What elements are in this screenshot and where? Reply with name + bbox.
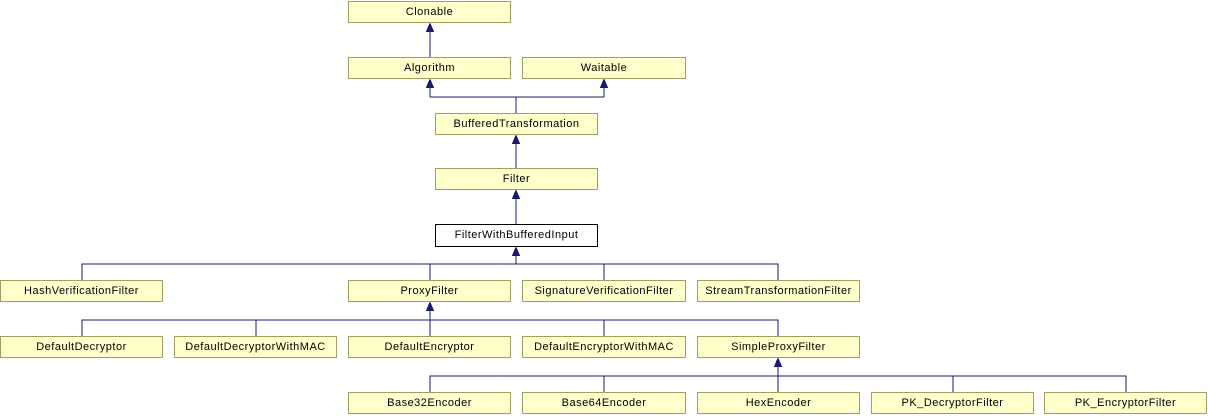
arrowhead xyxy=(511,134,521,144)
edge-row6-filterwithbufferedinput xyxy=(81,246,779,280)
arrowhead xyxy=(511,189,521,199)
edge-line xyxy=(81,310,779,336)
class-box-default-decryptor-with-mac[interactable]: DefaultDecryptorWithMAC xyxy=(174,336,337,358)
class-box-buffered-transformation[interactable]: BufferedTransformation xyxy=(435,113,598,135)
class-box-pk-decryptor-filter[interactable]: PK_DecryptorFilter xyxy=(871,392,1034,414)
arrowhead xyxy=(425,22,435,32)
arrowhead xyxy=(773,357,783,367)
class-box-proxy-filter[interactable]: ProxyFilter xyxy=(348,280,511,302)
edge-filter-bufferedtransformation xyxy=(511,134,521,168)
arrowhead xyxy=(425,78,435,88)
arrowhead xyxy=(599,78,609,88)
arrowhead xyxy=(425,301,435,311)
class-box-waitable[interactable]: Waitable xyxy=(522,57,686,79)
class-box-filter-with-buffered-input: FilterWithBufferedInput xyxy=(435,224,598,247)
edge-filterwithbufferedinput-filter xyxy=(511,189,521,224)
edge-algorithm-clonable xyxy=(425,22,435,57)
edge-line xyxy=(429,366,1127,392)
class-box-simple-proxy-filter[interactable]: SimpleProxyFilter xyxy=(697,336,860,358)
edge-line xyxy=(429,87,605,113)
class-box-signature-verification-filter[interactable]: SignatureVerificationFilter xyxy=(522,280,686,302)
edge-row8-simpleproxyfilter xyxy=(429,357,1127,392)
class-box-hex-encoder[interactable]: HexEncoder xyxy=(697,392,860,414)
class-box-base64-encoder[interactable]: Base64Encoder xyxy=(522,392,686,414)
class-box-default-encryptor-with-mac[interactable]: DefaultEncryptorWithMAC xyxy=(522,336,686,358)
class-box-pk-encryptor-filter[interactable]: PK_EncryptorFilter xyxy=(1044,392,1207,414)
class-box-default-encryptor[interactable]: DefaultEncryptor xyxy=(348,336,511,358)
arrowhead xyxy=(511,246,521,256)
edge-line xyxy=(81,254,779,280)
class-box-hash-verification-filter[interactable]: HashVerificationFilter xyxy=(0,280,163,302)
class-box-filter[interactable]: Filter xyxy=(435,168,598,190)
class-box-clonable[interactable]: Clonable xyxy=(348,1,511,23)
class-box-algorithm[interactable]: Algorithm xyxy=(348,57,511,79)
class-box-base32-encoder[interactable]: Base32Encoder xyxy=(348,392,511,414)
edge-row7-proxyfilter xyxy=(81,301,779,336)
class-box-stream-transformation-filter[interactable]: StreamTransformationFilter xyxy=(697,280,860,302)
class-box-default-decryptor[interactable]: DefaultDecryptor xyxy=(0,336,163,358)
edge-bufferedtransformation-algorithm-waitable xyxy=(425,78,609,113)
